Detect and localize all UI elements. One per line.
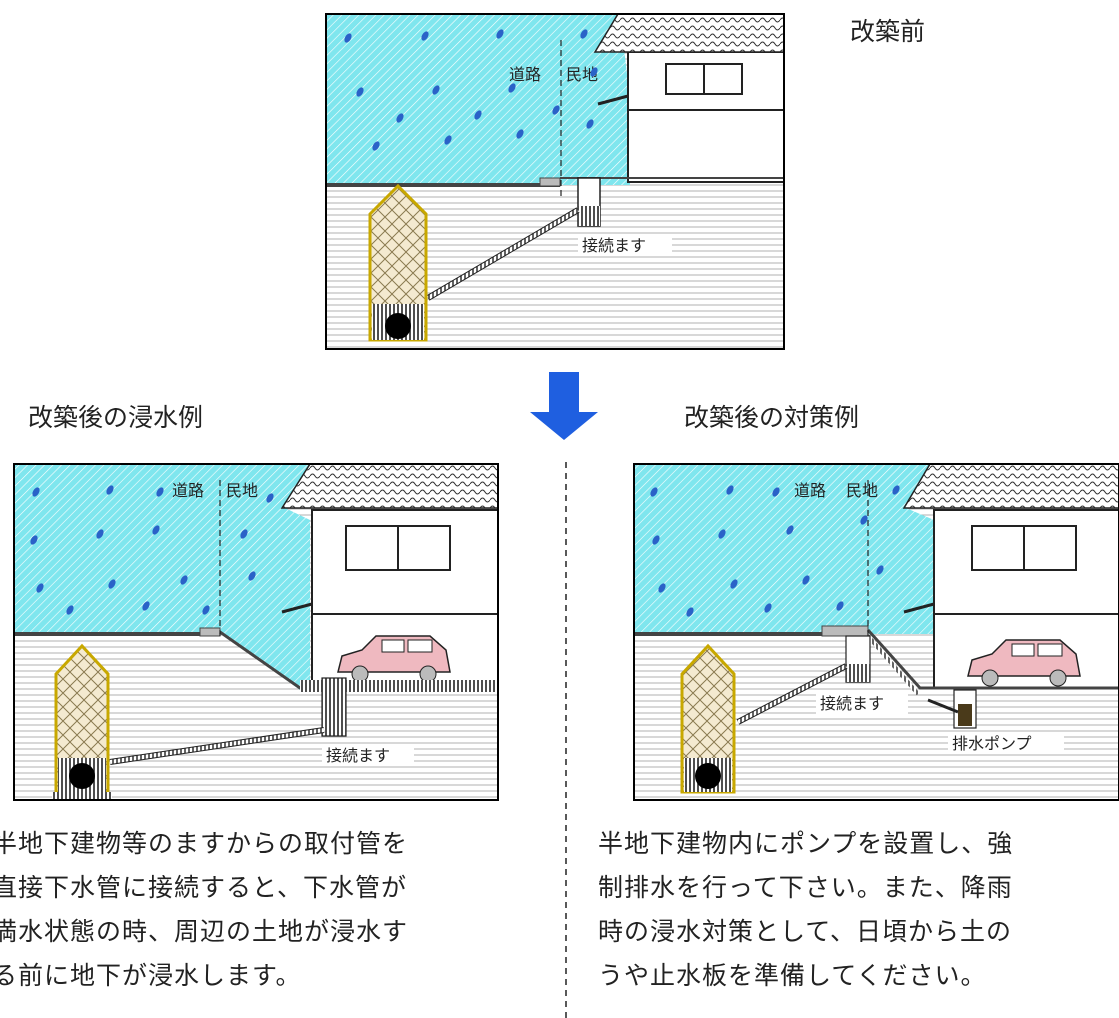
panel-measure: 道路 民地 接続ます 排水ポンプ <box>633 463 1119 801</box>
label-road-right: 道路 <box>794 481 826 500</box>
paragraph-measure-line: うや止水板を準備してください。 <box>598 961 987 990</box>
heading-after-measure: 改築後の対策例 <box>684 403 860 432</box>
label-connection-right: 接続ます <box>820 694 884 713</box>
label-road-left: 道路 <box>172 481 204 500</box>
label-private-top: 民地 <box>566 65 598 84</box>
paragraph-flood-line: る前に地下が浸水します。 <box>0 961 302 990</box>
panel-flood: 道路 民地 接続ます <box>13 463 499 801</box>
paragraph-measure-line: 制排水を行って下さい。また、降雨 <box>598 873 1013 902</box>
paragraph-measure-line: 時の浸水対策として、日頃から土の <box>598 917 1013 946</box>
rain-drops-left <box>30 485 274 615</box>
label-drain-pump: 排水ポンプ <box>952 734 1032 753</box>
heading-before: 改築前 <box>850 17 926 46</box>
paragraph-flood-line: 直接下水管に接続すると、下水管が <box>0 873 408 902</box>
label-connection-top: 接続ます <box>582 236 646 255</box>
transition-arrow <box>530 372 598 440</box>
label-road-top: 道路 <box>509 65 541 84</box>
label-connection-left: 接続ます <box>326 746 390 765</box>
paragraph-flood: 半地下建物等のますからの取付管を 直接下水管に接続すると、下水管が 満水状態の時… <box>0 822 408 998</box>
heading-after-flood: 改築後の浸水例 <box>28 403 204 432</box>
panel-before: 道路 民地 接続ます <box>325 13 785 350</box>
paragraph-flood-line: 満水状態の時、周辺の土地が浸水す <box>0 917 409 946</box>
paragraph-flood-line: 半地下建物等のますからの取付管を <box>0 829 409 858</box>
rain-drops-right <box>650 485 900 617</box>
paragraph-measure: 半地下建物内にポンプを設置し、強 制排水を行って下さい。また、降雨 時の浸水対策… <box>598 822 1013 998</box>
rain-drops-top <box>344 29 598 151</box>
label-private-left: 民地 <box>226 481 258 500</box>
paragraph-measure-line: 半地下建物内にポンプを設置し、強 <box>598 829 1014 858</box>
label-private-right: 民地 <box>846 481 878 500</box>
